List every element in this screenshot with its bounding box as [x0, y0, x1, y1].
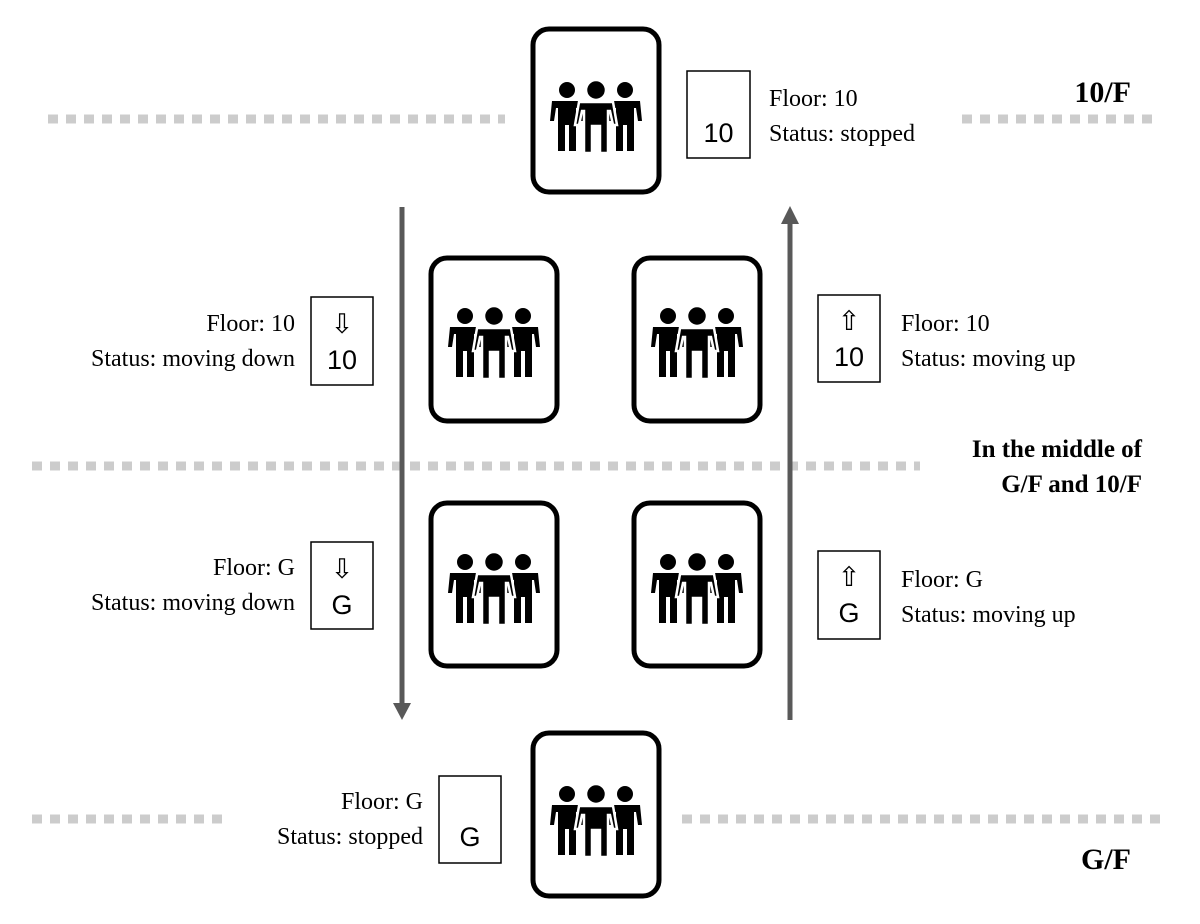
up-travel-arrow [781, 206, 799, 720]
display-floor-value: 10 [834, 342, 864, 372]
elevator-status-text: Status: moving up [901, 602, 1076, 628]
up-arrow: ⇧ [838, 306, 861, 336]
display-floor-value: G [331, 590, 352, 620]
elevator-status-text: Status: moving up [901, 346, 1076, 372]
floor-label-gf: G/F [1081, 843, 1131, 876]
elevator-right-upper [631, 255, 763, 424]
elevator-left-upper [428, 255, 560, 424]
floor-label-10f: 10/F [1074, 76, 1131, 109]
display-panel-left-upper: ⇩ 10 [310, 296, 374, 386]
elevator-floor-text: Floor: G [341, 789, 423, 815]
elevator-right-lower [631, 500, 763, 669]
down-arrow: ⇩ [331, 554, 354, 584]
elevator-status-text: Status: stopped [769, 121, 915, 147]
display-panel-top: 10 [686, 70, 751, 159]
elevator-floor-text: Floor: 10 [901, 311, 990, 337]
up-arrow: ⇧ [838, 562, 861, 592]
display-panel-left-lower: ⇩ G [310, 541, 374, 630]
elevator-left-lower [428, 500, 560, 669]
elevator-floor-text: Floor: G [213, 555, 295, 581]
elevator-floor-text: Floor: G [901, 567, 983, 593]
elevator-floor-text: Floor: 10 [769, 86, 858, 112]
display-floor-value: G [459, 822, 480, 852]
elevator-status-text: Status: moving down [91, 346, 295, 372]
elevator-status-text: Status: stopped [277, 824, 423, 850]
down-travel-arrow [393, 207, 411, 720]
floor-label-middle-line1: In the middle of [972, 436, 1143, 463]
elevator-bottom-stopped [530, 730, 662, 899]
display-floor-value: G [838, 598, 859, 628]
floor-label-middle-line2: G/F and 10/F [1001, 471, 1142, 498]
down-arrow: ⇩ [331, 309, 354, 339]
elevator-floor-text: Floor: 10 [206, 311, 295, 337]
display-floor-value: 10 [327, 345, 357, 375]
elevator-top-stopped [530, 26, 662, 195]
display-panel-bottom: G [438, 775, 502, 864]
display-panel-right-upper: ⇧ 10 [817, 294, 881, 383]
elevator-status-text: Status: moving down [91, 590, 295, 616]
display-floor-value: 10 [703, 118, 733, 148]
display-panel-right-lower: ⇧ G [817, 550, 881, 640]
